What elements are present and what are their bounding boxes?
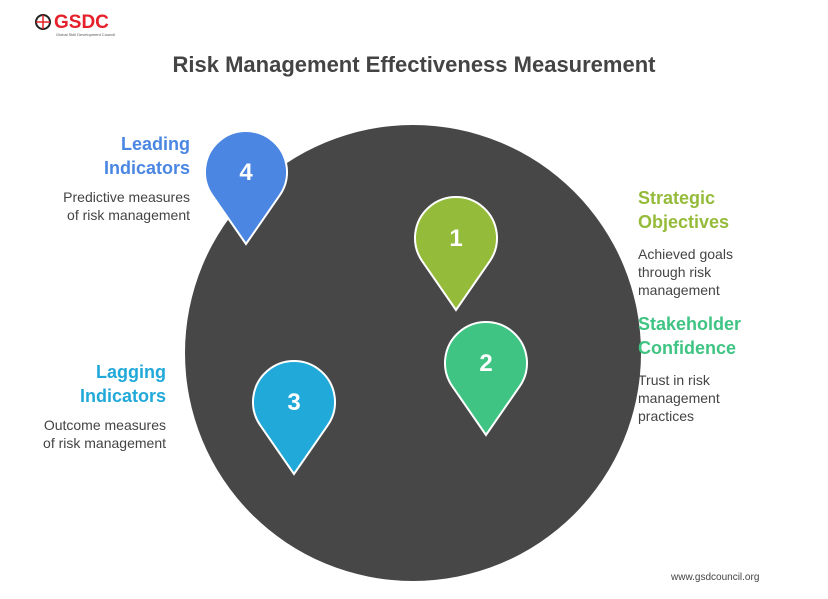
pin-number: 4 [239,159,253,186]
logo-text: GSDC [54,12,109,33]
pin-shape [444,321,528,437]
pin-marker-1: 1 [414,196,498,312]
pin-shape [204,130,288,246]
pin-marker-2: 2 [444,321,528,437]
pin-number: 1 [449,225,462,252]
pin-marker-3: 3 [252,360,336,476]
pin-marker-4: 4 [204,130,288,246]
globe-icon [35,14,51,30]
pin-shape [252,360,336,476]
logo-tagline: Global Skill Development Council [56,32,116,37]
page-title: Risk Management Effectiveness Measuremen… [172,52,656,77]
pin-shape [414,196,498,312]
pin-number: 2 [479,350,492,377]
footer-url: www.gsdcouncil.org [671,572,760,583]
pin-number: 3 [287,389,300,416]
